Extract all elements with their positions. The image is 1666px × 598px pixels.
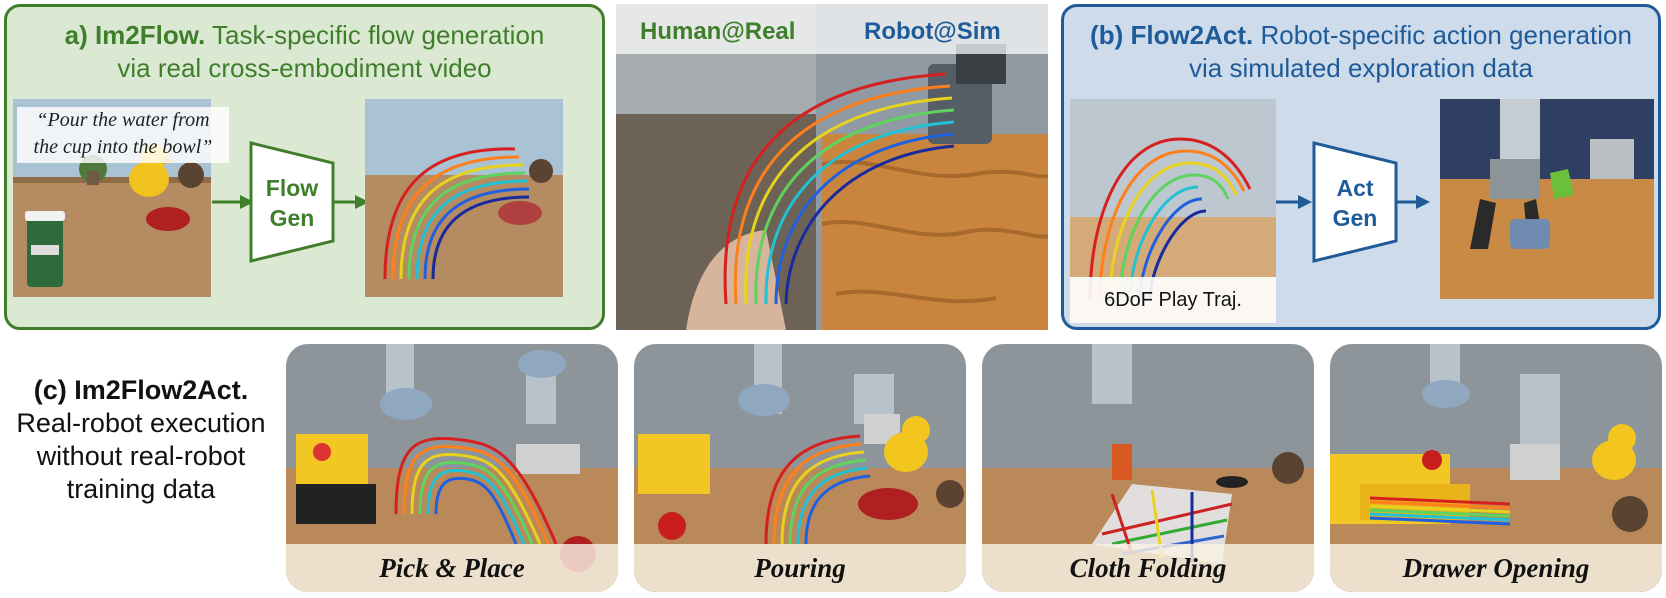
- panel-b-title: (b) Flow2Act. Robot-specific action gene…: [1064, 19, 1658, 85]
- flow-gen-line-2: Gen: [269, 205, 315, 231]
- panel-c-line-1: Real-robot execution: [16, 408, 266, 438]
- task-label-cloth-folding: Cloth Folding: [982, 544, 1314, 592]
- generated-flow-photo: [365, 99, 563, 297]
- flow-gen-block: Flow Gen: [249, 141, 335, 263]
- panel-c-title: (c) Im2Flow2Act.: [33, 375, 249, 405]
- task-tile-pouring: Pouring: [634, 344, 966, 592]
- task-tile-pick-place: Pick & Place: [286, 344, 618, 592]
- comparison-header: [616, 4, 1048, 54]
- task-label-pick-place: Pick & Place: [286, 544, 618, 592]
- panel-flow2act: (b) Flow2Act. Robot-specific action gene…: [1061, 4, 1661, 330]
- act-gen-label: Act Gen: [1312, 173, 1398, 233]
- arrow-to-action-output: [1396, 193, 1430, 211]
- arrow-to-flowgen: [212, 193, 254, 211]
- act-gen-line-2: Gen: [1332, 205, 1378, 231]
- act-gen-block: Act Gen: [1312, 141, 1398, 263]
- panel-c-line-2: without real-robot: [36, 441, 246, 471]
- task-tile-drawer-opening: Drawer Opening: [1330, 344, 1662, 592]
- flow-gen-label: Flow Gen: [249, 173, 335, 233]
- panel-a-title-bold: a) Im2Flow.: [64, 20, 206, 50]
- arrow-to-actgen: [1276, 193, 1312, 211]
- panel-im2flow: a) Im2Flow. Task-specific flow generatio…: [4, 4, 605, 330]
- panel-c-line-3: training data: [66, 474, 216, 504]
- robot-action-photo: [1440, 99, 1654, 299]
- panel-b-title-bold: (b) Flow2Act.: [1090, 20, 1254, 50]
- panel-c-caption: (c) Im2Flow2Act. Real-robot execution wi…: [0, 374, 282, 506]
- panel-a-title-line2: via real cross-embodiment video: [117, 53, 492, 83]
- panel-a-title-rest: Task-specific flow generation: [212, 20, 545, 50]
- act-gen-line-1: Act: [1336, 175, 1374, 201]
- language-prompt: “Pour the water from the cup into the bo…: [17, 107, 229, 163]
- panel-b-title-rest: Robot-specific action generation: [1260, 20, 1632, 50]
- panel-a-title: a) Im2Flow. Task-specific flow generatio…: [7, 19, 602, 85]
- flow-gen-line-1: Flow: [265, 175, 319, 201]
- robot-sim-label: Robot@Sim: [864, 18, 1001, 45]
- task-label-pouring: Pouring: [634, 544, 966, 592]
- arrow-to-flow-output: [333, 193, 369, 211]
- prompt-line-2: the cup into the bowl”: [33, 136, 213, 158]
- play-trajectory-label: 6DoF Play Traj.: [1070, 277, 1276, 323]
- task-label-drawer-opening: Drawer Opening: [1330, 544, 1662, 592]
- panel-b-title-line2: via simulated exploration data: [1189, 53, 1533, 83]
- human-robot-flow-comparison: Human@Real Robot@Sim: [616, 4, 1048, 330]
- human-real-label: Human@Real: [640, 18, 796, 45]
- comparison-photo: [616, 4, 1048, 330]
- prompt-line-1: “Pour the water from: [36, 109, 210, 131]
- task-tile-cloth-folding: Cloth Folding: [982, 344, 1314, 592]
